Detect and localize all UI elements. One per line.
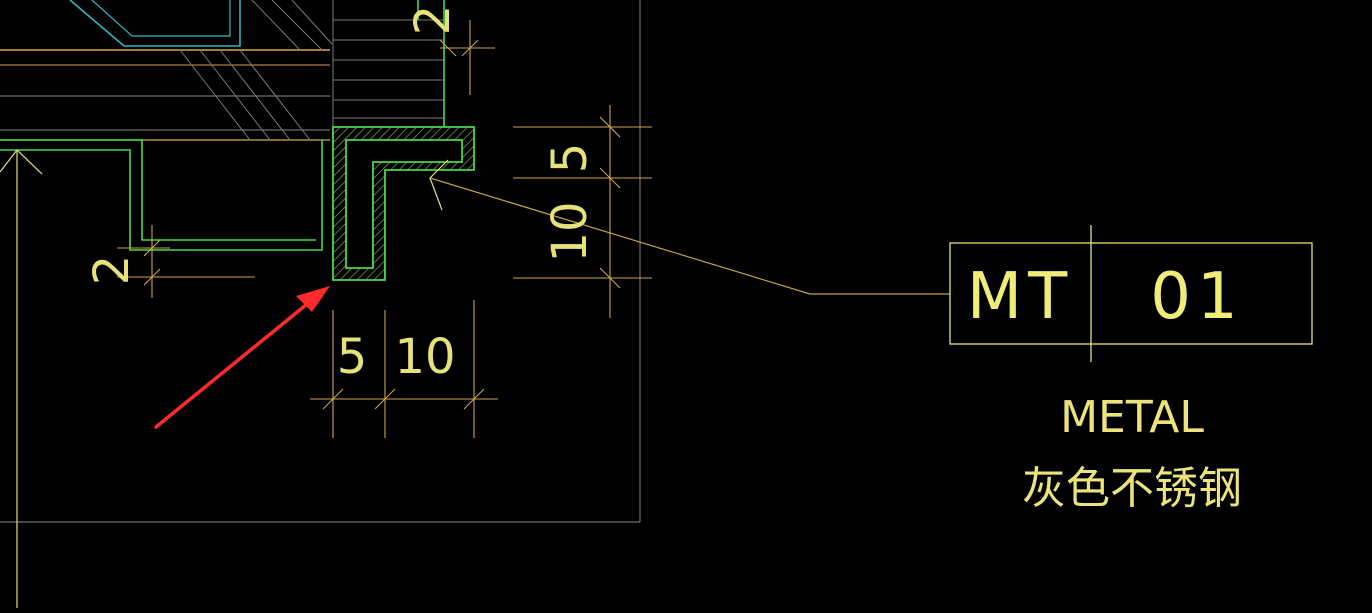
material-tag[interactable]: MT 01	[949, 225, 1313, 362]
upper-detail-lines	[0, 0, 330, 141]
l-profile-metal	[332, 126, 475, 281]
legend-description: 灰色不锈钢	[1022, 463, 1242, 514]
red-arrow-annotation	[154, 286, 330, 429]
dim-top-partial: 2	[405, 5, 461, 36]
tag-code: MT	[967, 260, 1073, 334]
dim-right-upper: 5	[542, 143, 598, 174]
legend-material: METAL	[1060, 392, 1204, 443]
dim-left: 2	[84, 255, 140, 286]
dim-bottom-right: 10	[394, 329, 455, 385]
leader-line	[429, 159, 950, 295]
tag-number: 01	[1150, 260, 1243, 334]
vertical-hatch-block	[332, 0, 444, 130]
green-outline-lines	[0, 0, 445, 251]
left-axis-arrow	[0, 149, 43, 608]
dim-right-lower: 10	[542, 201, 598, 262]
tag-box	[949, 242, 1313, 345]
diagonal-hatch-lines	[179, 0, 333, 141]
dimension-lines	[117, 20, 652, 438]
sheet-frame	[0, 0, 641, 523]
dim-bottom-left: 5	[337, 329, 368, 385]
